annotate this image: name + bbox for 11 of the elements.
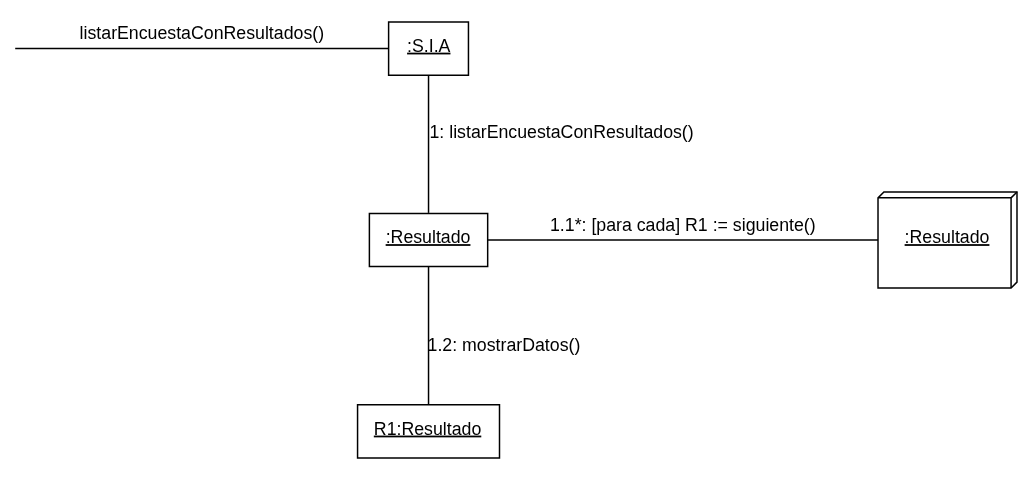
connector <box>14 47 390 49</box>
node-box: :Resultado <box>368 212 489 267</box>
connector <box>487 238 879 241</box>
connector <box>427 74 430 214</box>
edge-label: 1.2: mostrarDatos() <box>427 334 581 355</box>
node-box: :S.I.A <box>387 20 470 76</box>
edge-label: 1: listarEncuestaConResultados() <box>429 121 694 142</box>
edge-label: 1.1*: [para cada] R1 := siguiente() <box>550 214 816 235</box>
edge-label: listarEncuestaConResultados() <box>79 22 325 43</box>
connector <box>427 265 430 405</box>
node-box: R1:Resultado <box>356 403 501 459</box>
